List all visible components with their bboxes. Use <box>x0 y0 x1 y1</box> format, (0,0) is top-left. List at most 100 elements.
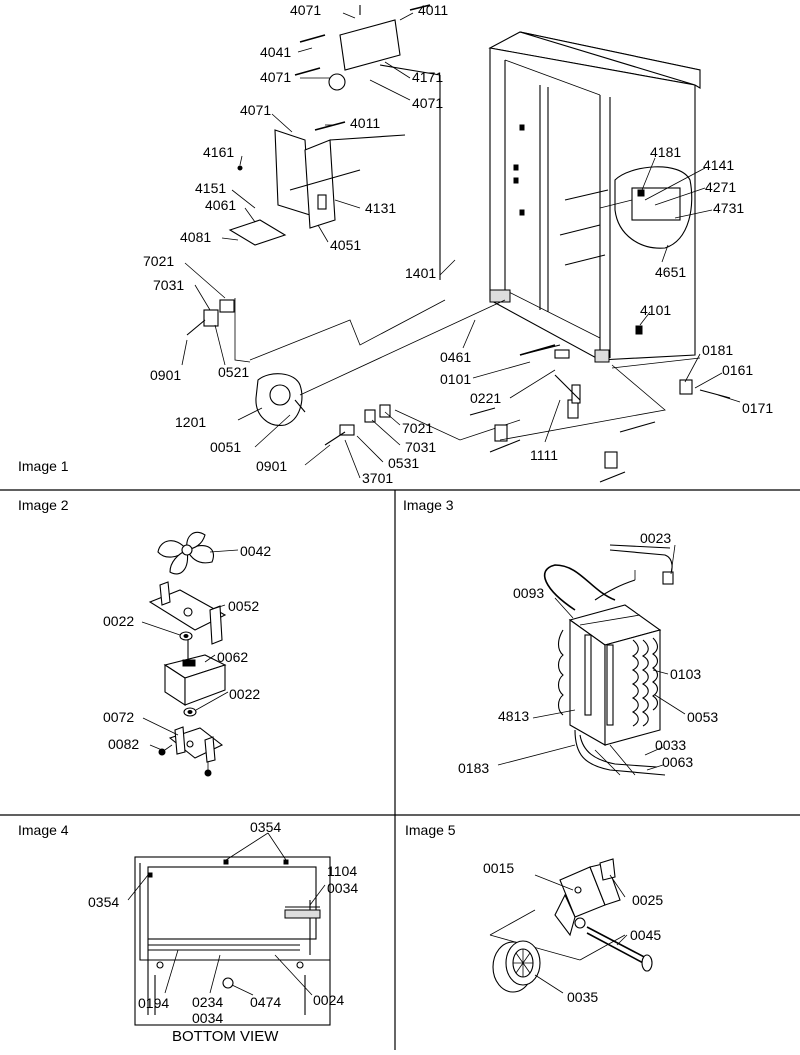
part-label: 0181 <box>702 342 733 358</box>
part-label: 7031 <box>153 277 184 293</box>
top-damper-assembly <box>294 4 441 280</box>
part-label: 0221 <box>470 390 501 406</box>
harness-wire <box>543 564 636 611</box>
part-label: 0072 <box>103 709 134 725</box>
panel-title: Image 1 <box>18 458 69 474</box>
part-label: 0474 <box>250 994 281 1010</box>
air-duct-assembly <box>228 121 406 246</box>
part-label: 1401 <box>405 265 436 281</box>
part-label: 4041 <box>260 44 291 60</box>
part-label: 0161 <box>722 362 753 378</box>
part-label: 0034 <box>327 880 358 896</box>
part-label: 0183 <box>458 760 489 776</box>
image-2-part-labels: 0042 0052 0022 0062 0022 0072 0082 <box>103 543 271 752</box>
condenser-fan <box>249 299 506 426</box>
image-4-part-labels: 0354 0354 1104 0034 0194 0234 0034 0474 … <box>88 819 358 1045</box>
part-label: 4011 <box>418 2 448 18</box>
part-label: 0194 <box>138 995 169 1011</box>
evaporator-fan-blade <box>157 531 214 575</box>
panel-title: Image 3 <box>403 497 454 513</box>
part-label: 0042 <box>240 543 271 559</box>
image-1-part-labels: 4071 4011 4041 4071 4171 4071 4071 4011 … <box>143 2 773 486</box>
part-label: 0034 <box>192 1010 223 1026</box>
part-label: 4161 <box>203 144 234 160</box>
part-label: 4731 <box>713 200 744 216</box>
lower-mounting-parts <box>324 344 666 483</box>
image-4-leader-lines <box>127 832 326 996</box>
panel-image-3: Image 3 <box>395 490 800 815</box>
part-label: 4071 <box>290 2 321 18</box>
refrigerator-cabinet <box>488 31 701 363</box>
motor-bracket-top <box>148 581 227 645</box>
part-label: 0354 <box>250 819 281 835</box>
part-label: 0531 <box>388 455 419 471</box>
panel-title: Image 5 <box>405 822 456 838</box>
image-5-leader-lines <box>534 874 628 994</box>
part-label: 7021 <box>402 420 433 436</box>
part-label: 0022 <box>103 613 134 629</box>
panel-image-5: Image 5 <box>395 815 800 1050</box>
part-label: 4151 <box>195 180 226 196</box>
panel-title: Image 4 <box>18 822 69 838</box>
image-2-leader-lines <box>141 549 239 751</box>
part-label: 4171 <box>412 69 443 85</box>
image-5-part-labels: 0015 0025 0045 0035 <box>483 860 663 1005</box>
evaporator-fan-motor <box>163 640 227 707</box>
grommet-top <box>179 631 193 641</box>
motor-bracket-bottom <box>158 726 224 777</box>
image-4-drawing: 0354 0354 1104 0034 0194 0234 0034 0474 … <box>88 819 358 1045</box>
part-label: 0051 <box>210 439 241 455</box>
part-label: 0521 <box>218 364 249 380</box>
drain-trough-heater <box>574 729 666 776</box>
control-box <box>599 166 693 249</box>
part-label: 0053 <box>687 709 718 725</box>
part-label: 4011 <box>350 115 380 131</box>
part-label: 0082 <box>108 736 139 752</box>
image-2-drawing: 0042 0052 0022 0062 0022 0072 0082 <box>103 531 271 777</box>
part-label: 4071 <box>412 95 443 111</box>
part-label: 0033 <box>655 737 686 753</box>
part-label: 1104 <box>327 863 357 879</box>
part-label: 7031 <box>405 439 436 455</box>
part-label: 4271 <box>705 179 736 195</box>
part-label: 0022 <box>229 686 260 702</box>
leader-lines <box>181 12 741 479</box>
panel-image-1: 4071 4011 4041 4071 4171 4071 4071 4011 … <box>0 0 800 490</box>
part-label: 0354 <box>88 894 119 910</box>
part-label: 0035 <box>567 989 598 1005</box>
part-label: 4131 <box>365 200 396 216</box>
part-label: 0024 <box>313 992 344 1008</box>
part-label: 0093 <box>513 585 544 601</box>
part-label: 4071 <box>240 102 271 118</box>
panel-image-2: Image 2 <box>0 490 395 815</box>
part-label: 0171 <box>742 400 773 416</box>
part-label: 4101 <box>640 302 671 318</box>
part-label: 4061 <box>205 197 236 213</box>
part-label: 3701 <box>362 470 393 486</box>
part-label: 0052 <box>228 598 259 614</box>
left-bracket-assembly <box>186 298 251 363</box>
part-label: 0063 <box>662 754 693 770</box>
defrost-thermostat <box>609 544 674 585</box>
image-3-drawing: 0023 0093 0103 4813 0053 0033 0063 0183 <box>458 530 718 776</box>
part-label: 0045 <box>630 927 661 943</box>
grommet-bottom <box>183 707 197 717</box>
part-label: 4071 <box>260 69 291 85</box>
part-label: 0023 <box>640 530 671 546</box>
image-5-drawing: 0015 0025 0045 0035 <box>483 858 663 1005</box>
roller-wheel <box>492 940 541 993</box>
bottom-view-caption: BOTTOM VIEW <box>172 1028 279 1045</box>
image-3-part-labels: 0023 0093 0103 4813 0053 0033 0063 0183 <box>458 530 718 776</box>
freezer-bottom-view <box>134 856 331 1026</box>
part-label: 1111 <box>530 447 558 463</box>
roller-bracket <box>489 858 626 961</box>
evaporator-coil <box>557 604 662 746</box>
part-label: 0062 <box>217 649 248 665</box>
part-label: 4651 <box>655 264 686 280</box>
roller-axle <box>586 926 653 972</box>
part-label: 0015 <box>483 860 514 876</box>
image-1-drawing: 4071 4011 4041 4071 4171 4071 4071 4011 … <box>143 2 773 486</box>
part-label: 4081 <box>180 229 211 245</box>
panel-image-4: Image 4 <box>0 815 395 1050</box>
panel-title: Image 2 <box>18 497 69 513</box>
